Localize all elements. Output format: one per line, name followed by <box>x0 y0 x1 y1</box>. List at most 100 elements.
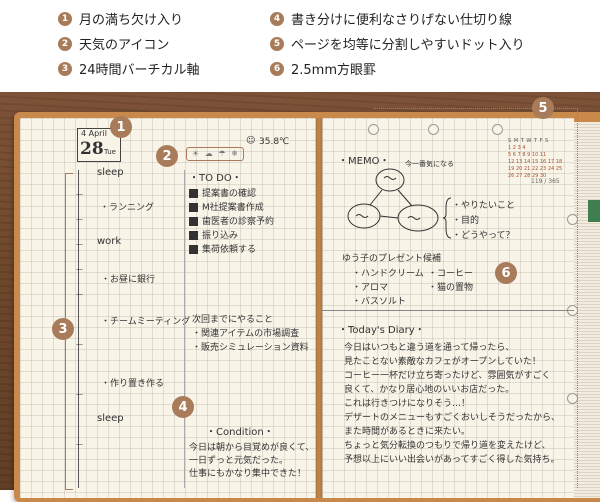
memo-title-text: MEMO <box>348 156 380 167</box>
diary-line: また時間があるときに来たい。 <box>344 427 471 437</box>
calendar-day: 26 <box>508 173 515 179</box>
date-weekday: Tue <box>104 148 116 156</box>
present-item: ・バスソルト <box>352 297 407 307</box>
calendar-day: 13 <box>515 159 523 165</box>
legend-label-1: 月の満ち欠け入り <box>79 13 184 28</box>
callout-3: 3 <box>52 318 74 340</box>
calendar-weekday: S <box>545 138 549 144</box>
present-list-title: ゆう子のプレゼント候補 <box>342 254 442 264</box>
present-item: ・猫の置物 <box>428 283 474 293</box>
todo-title: ・TO DO・ <box>189 173 242 184</box>
calendar-day: 10 <box>531 152 539 158</box>
todo-item-text: M社提案書作成 <box>202 203 264 213</box>
checkbox-icon <box>189 203 198 212</box>
schedule-lunch: ・お昼に銀行 <box>101 275 156 285</box>
calendar-day: 17 <box>547 159 555 165</box>
cloud-icon: ☁ <box>204 149 213 158</box>
calendar-day: 30 <box>539 173 547 179</box>
mind-list-item: ・目的 <box>452 216 480 226</box>
schedule-running: ・ランニング <box>100 203 155 213</box>
timeline-axis <box>78 170 79 488</box>
legend-item-1: 1 月の満ち欠け入り <box>58 9 183 28</box>
calendar-day: 20 <box>515 166 523 172</box>
calendar-day: 1 <box>508 145 512 151</box>
calendar-day: 2 <box>512 145 516 151</box>
mind-map-bracket <box>443 197 452 239</box>
present-item: ・コーヒー <box>428 269 474 279</box>
checkbox-icon <box>189 245 198 254</box>
calendar-weekday: T <box>533 138 537 144</box>
calendar-page-count: 119 / 365 <box>531 178 560 185</box>
callout-2: 2 <box>156 145 178 167</box>
schedule-cooking: ・作り置き作る <box>101 379 165 389</box>
calendar-row: 5 6 7 8 9 10 11 <box>508 152 562 159</box>
diary-line: デザートのメニューもすごくおいしそうだったから、 <box>344 413 561 423</box>
mini-calendar: S M T W T F S 1 2 3 4 5 6 7 8 9 10 11 12… <box>508 138 562 180</box>
legend-label-3: 24時間バーチカル軸 <box>79 63 200 78</box>
legend-label-2: 天気のアイコン <box>79 38 170 53</box>
todo-item: 振り込み <box>189 228 238 241</box>
timeline-tick: — <box>76 290 83 298</box>
division-dot <box>492 124 503 135</box>
timeline-tick: — <box>76 265 83 273</box>
page-gutter <box>315 118 323 498</box>
callout-5: 5 <box>532 97 554 119</box>
diary-line: コーヒー一杯だけ立ち寄ったけど、雰囲気がすごく <box>344 371 551 381</box>
calendar-day: 7 <box>517 152 521 158</box>
calendar-day: 22 <box>531 166 539 172</box>
calendar-day: 4 <box>522 145 526 151</box>
timeline-tick: — <box>76 440 83 448</box>
condition-line: 仕事にもかなり集中できた！ <box>189 469 307 479</box>
todo-item: 提案書の確認 <box>189 186 256 199</box>
diary-line: 良くて、かなり居心地のいいお店だった。 <box>344 385 515 395</box>
present-item: ・アロマ <box>352 283 389 293</box>
division-dot <box>567 393 578 404</box>
checkbox-icon <box>189 217 198 226</box>
calendar-day: 9 <box>527 152 531 158</box>
schedule-sleep-2: sleep <box>97 413 124 424</box>
calendar-weekday: S <box>508 138 512 144</box>
calendar-day: 27 <box>515 173 523 179</box>
legend-num-1: 1 <box>58 11 72 26</box>
mind-map-top-label: 今一番気になる <box>405 160 454 168</box>
legend-num-3: 3 <box>58 61 72 76</box>
snow-icon: ❄ <box>231 149 239 158</box>
next-action-item: ・販売シミュレーション資料 <box>192 343 309 353</box>
schedule-meeting: ・チームミーティング <box>101 317 191 327</box>
dotted-guide-side <box>577 108 578 488</box>
memo-title: ・MEMO・ <box>338 156 390 167</box>
sun-icon: ☀ <box>191 149 200 158</box>
diary-line: 見たことない素敵なカフェがオープンしていた！ <box>344 357 541 367</box>
legend-label-6: 2.5mm方眼罫 <box>291 63 377 78</box>
next-actions-title: 次回までにやること <box>192 315 274 325</box>
calendar-weekday: M <box>513 138 519 144</box>
timeline-tick: — <box>76 390 83 398</box>
umbrella-icon: ☂ <box>218 149 226 158</box>
division-dot <box>368 124 379 135</box>
calendar-row: 1 2 3 4 <box>508 145 562 152</box>
calendar-weekday: F <box>539 138 543 144</box>
calendar-weekdays: S M T W T F S <box>508 138 562 145</box>
column-divider <box>184 170 185 488</box>
todo-item: M社提案書作成 <box>189 200 264 213</box>
diary-line: これは行きつけになりそう…！ <box>344 399 471 409</box>
calendar-day: 28 <box>523 173 531 179</box>
present-item: ・ハンドクリーム <box>352 269 424 279</box>
next-action-item: ・関連アイテムの市場調査 <box>192 329 300 339</box>
section-divider <box>322 310 574 311</box>
callout-1: 1 <box>110 116 132 138</box>
calendar-day: 29 <box>531 173 539 179</box>
todo-item-text: 集荷依頼する <box>202 245 257 255</box>
timeline-tick: — <box>76 215 83 223</box>
todo-item-text: 振り込み <box>202 231 239 241</box>
calendar-day: 21 <box>523 166 531 172</box>
diary-line: ちょっと気分転換のつもりで帰り道を変えたけど、 <box>344 441 551 451</box>
diary-title-text: Today's Diary <box>348 325 415 336</box>
date-day: 28 <box>80 139 104 159</box>
calendar-day: 6 <box>512 152 516 158</box>
callout-4: 4 <box>172 396 194 418</box>
calendar-day: 8 <box>522 152 526 158</box>
